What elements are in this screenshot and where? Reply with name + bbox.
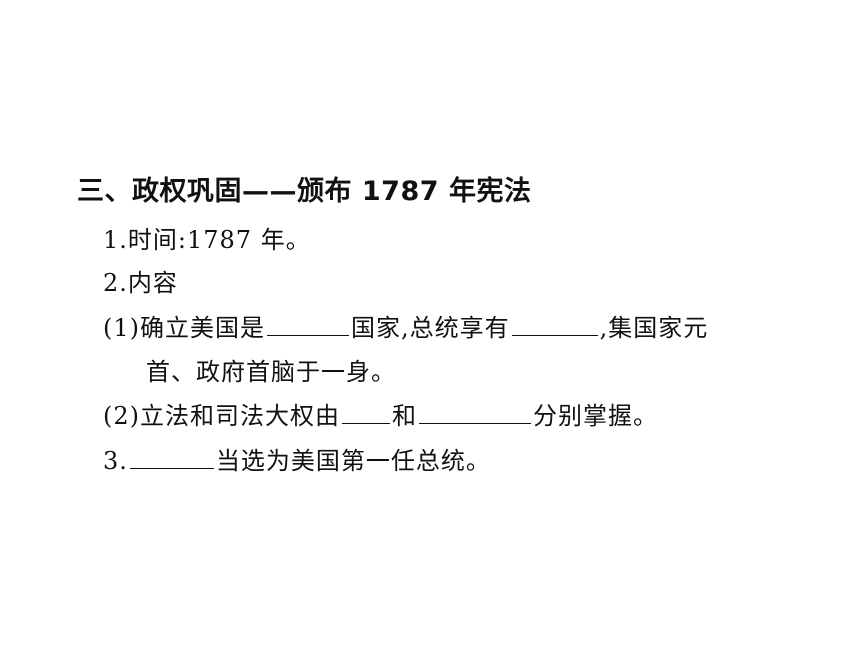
item-2-1: (1)确立美国是 国家,总统享有 ,集国家元 [103,313,708,343]
item-3-part1: 3. [103,447,128,475]
item-2-1-part3: ,集国家元 [599,314,709,342]
item-2-2-part1: (2)立法和司法大权由 [103,402,340,430]
item-3-part2: 当选为美国第一任总统。 [215,447,491,475]
item-2-2-part3: 分别掌握。 [533,402,658,430]
item-2-2-part2: 和 [392,402,417,430]
blank-legislative[interactable] [342,401,390,424]
item-2-1-part4: 首、政府首脑于一身。 [146,358,396,386]
item-3: 3. 当选为美国第一任总统。 [103,446,491,476]
section-heading-text: 三、政权巩固——颁布 1787 年宪法 [77,176,532,207]
section-heading: 三、政权巩固——颁布 1787 年宪法 [77,177,531,207]
item-1-time: 1.时间:1787 年。 [103,225,311,255]
item-2-1-continuation: 首、政府首脑于一身。 [146,357,396,387]
blank-first-president[interactable] [129,446,214,469]
blank-country-type[interactable] [267,313,349,336]
item-2-1-part1: (1)确立美国是 [103,314,265,342]
blank-president-power[interactable] [511,313,598,336]
item-2-1-part2: 国家,总统享有 [351,314,510,342]
item-1-text: 1.时间:1787 年。 [103,226,311,254]
item-2-content: 2.内容 [103,268,178,298]
item-2-2: (2)立法和司法大权由 和 分别掌握。 [103,401,658,431]
item-2-text: 2.内容 [103,269,178,297]
blank-judicial[interactable] [419,401,531,424]
